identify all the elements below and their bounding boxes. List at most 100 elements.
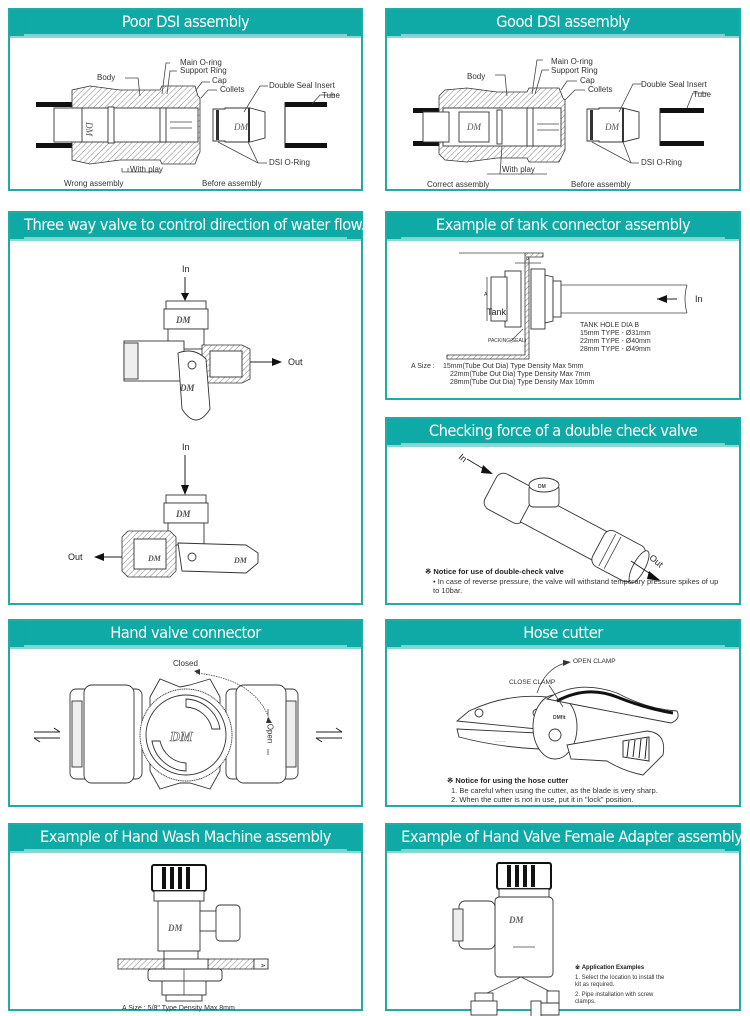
svg-text:DM: DM	[233, 556, 248, 565]
tube-right-bottom	[285, 143, 327, 148]
hand-wash-illustration: DM	[117, 864, 269, 1002]
double-seal-insert	[586, 107, 640, 143]
panel-hand-wash-machine: Example of Hand Wash Machine assembly DM…	[8, 823, 363, 1012]
female-adapter-diagram: DM ※ Application Examples 1. Select the …	[387, 853, 739, 1016]
label-collets: Collets	[588, 85, 613, 94]
poor-dsi-illustration: DM DM	[36, 62, 335, 173]
hose-cutter-diagram: — — — DMfit OPEN CLAMP CLOSE CLAMP ※ Not…	[387, 649, 739, 807]
label-close-clamp: CLOSE CLAMP	[509, 679, 556, 686]
double-check-diagram: DM In Out ※ Notice for use of double-che…	[387, 447, 739, 605]
double-check-illustration: DM	[466, 458, 661, 584]
dimension-b: B	[526, 256, 530, 262]
label-out-top: Out	[288, 357, 303, 367]
valve-handle-top	[177, 350, 211, 421]
label-open: Open	[265, 723, 275, 744]
label-cap: Cap	[212, 76, 227, 85]
panel-three-way-valve: Three way valve to control direction of …	[8, 211, 365, 605]
arrow-out-bottom	[94, 553, 104, 561]
adapter-body	[494, 896, 554, 978]
connector-body	[530, 268, 546, 330]
svg-text:DM: DM	[167, 923, 183, 933]
counter-left	[117, 958, 165, 970]
label-support-ring: Support Ring	[180, 66, 227, 75]
panel-tank-connector: Example of tank connector assembly A B I…	[385, 211, 741, 400]
notice-mark: ※	[575, 965, 581, 971]
double-seal-insert	[212, 107, 266, 143]
a-size-spec: 28mm(Tube Out Dia) Type Density Max 10mm	[450, 379, 595, 386]
arrow-in	[657, 295, 667, 303]
notice-mark: ※	[425, 567, 432, 576]
label-packing-seal: PACKING(SEAL)	[488, 338, 527, 344]
notice-item: 2. When the cutter is not in use, put it…	[451, 795, 634, 804]
svg-text:DM: DM	[466, 122, 481, 132]
tank-diagram: A B In Tank PACKING(SEAL) TANK HOLE DIA …	[387, 241, 739, 400]
notice-title: Notice for use of double-check valve	[433, 567, 564, 576]
notice-item: 2. Pipe installation with screw clamps.	[575, 991, 654, 1006]
panel-hand-valve-connector: Hand valve connector DM	[8, 619, 363, 807]
side-port	[215, 904, 241, 942]
panel-double-check-valve: Checking force of a double check valve D…	[385, 417, 741, 605]
svg-text:DM: DM	[84, 121, 94, 136]
panel-title: Checking force of a double check valve	[401, 419, 725, 445]
label-in: In	[695, 294, 703, 304]
arrow-in-top	[181, 293, 189, 301]
arrow-in-bottom	[181, 485, 189, 495]
upper-handle	[545, 686, 679, 724]
label-dsi-oring: DSI O-Ring	[269, 158, 310, 167]
caption-correct-assembly: Correct assembly	[427, 180, 490, 189]
svg-text:DM: DM	[169, 730, 193, 745]
label-open-clamp: OPEN CLAMP	[573, 658, 616, 665]
tank-hole-title: TANK HOLE DIA B	[580, 322, 639, 329]
tank-illustration	[446, 252, 688, 360]
panel-title: Poor DSI assembly	[24, 10, 347, 36]
label-double-seal-insert: Double Seal Insert	[641, 80, 707, 89]
a-size-caption: A Size : 5/8" Type Density Max 8mm	[122, 1005, 235, 1012]
valve-body	[157, 900, 201, 952]
panel-female-adapter: Example of Hand Valve Female Adapter ass…	[385, 823, 743, 1016]
hand-valve-diagram: DM Closed Open	[10, 649, 361, 807]
hose-cutter-illustration: — — — DMfit	[455, 660, 679, 776]
label-with-play: With play	[502, 165, 535, 174]
female-adapter-illustration: DM	[452, 862, 560, 1016]
panel-title: Hand valve connector	[24, 621, 347, 647]
caption-wrong-assembly: Wrong assembly	[64, 179, 124, 188]
panel-title: Example of Hand Wash Machine assembly	[24, 825, 347, 851]
label-body: Body	[97, 73, 116, 82]
tank-wall	[446, 252, 544, 360]
panel-hose-cutter: Hose cutter — — — DMfit OPEN CLAMP CLOSE…	[385, 619, 741, 807]
svg-text:DM: DM	[233, 122, 248, 132]
svg-text:DM: DM	[538, 484, 546, 490]
panel-title: Hose cutter	[401, 621, 725, 647]
label-support-ring: Support Ring	[551, 66, 598, 75]
panel-title: Good DSI assembly	[401, 10, 725, 36]
label-tube: Tube	[693, 90, 711, 99]
label-closed: Closed	[173, 659, 198, 668]
tank-hole-spec: 15mm TYPE - Ø31mm	[580, 330, 651, 337]
panel-title: Example of tank connector assembly	[401, 213, 725, 239]
label-main-oring: Main O-ring	[551, 57, 593, 66]
three-way-illustration: DM DM DM DM DM	[94, 277, 282, 578]
panel-good-dsi-assembly: Good DSI assembly DM DM	[385, 8, 741, 191]
caption-before-assembly: Before assembly	[571, 180, 631, 189]
label-body: Body	[467, 72, 486, 81]
svg-text:DM: DM	[175, 315, 191, 325]
good-dsi-illustration: DM DM	[413, 59, 707, 175]
panel-title: Example of Hand Valve Female Adapter ass…	[401, 825, 743, 851]
dsi-diagram: DM DM Body Main O-ring Support	[387, 38, 739, 191]
example-straight	[474, 992, 494, 1002]
panel-title: Three way valve to control direction of …	[24, 213, 365, 239]
dimension-a: A	[259, 963, 266, 968]
notice-hose-cutter: ※ Notice for using the hose cutter 1. Be…	[447, 776, 737, 805]
valve-handle-bottom	[177, 542, 259, 574]
dimension-a: A	[484, 292, 488, 298]
a-size-spec: 22mm(Tube Out Dia) Type Density Max 7mm	[450, 371, 591, 378]
tank-hole-spec: 28mm TYPE - Ø49mm	[580, 346, 651, 353]
svg-text:DM: DM	[147, 554, 162, 563]
label-cap: Cap	[580, 76, 595, 85]
notice-mark: ※	[447, 776, 454, 785]
label-in-top: In	[182, 264, 190, 274]
svg-text:DM: DM	[604, 122, 619, 132]
notice-double-check: ※ Notice for use of double-check valve •…	[425, 567, 725, 596]
label-collets: Collets	[220, 85, 245, 94]
label-double-seal-insert: Double Seal Insert	[269, 81, 335, 90]
